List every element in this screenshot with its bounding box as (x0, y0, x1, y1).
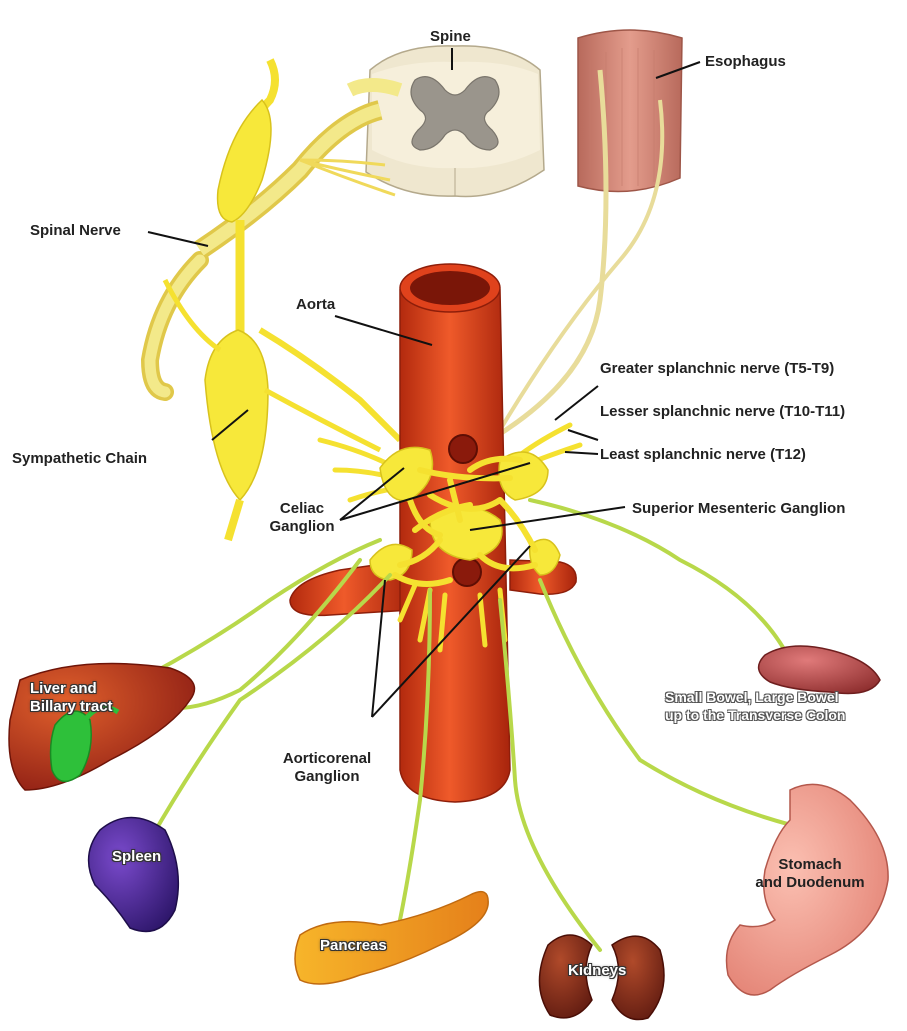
label-spine: Spine (430, 28, 471, 46)
label-small-bowel-line1: Small Bowel, Large Bowel (665, 688, 845, 706)
label-esophagus: Esophagus (705, 53, 786, 71)
label-small-bowel: Small Bowel, Large Bowel up to the Trans… (665, 688, 845, 724)
label-stomach-line2: and Duodenum (735, 874, 885, 892)
sympathetic-chain-illustration (150, 60, 400, 540)
label-pancreas: Pancreas (320, 937, 387, 955)
label-least-splanchnic: Least splanchnic nerve (T12) (600, 446, 806, 464)
label-kidneys: Kidneys (568, 962, 626, 980)
bowel-illustration (759, 646, 880, 694)
label-lesser-splanchnic: Lesser splanchnic nerve (T10-T11) (600, 403, 845, 421)
spine-illustration (366, 46, 544, 197)
label-spleen: Spleen (112, 848, 161, 866)
label-spinal-nerve: Spinal Nerve (30, 222, 121, 240)
label-sympathetic-chain: Sympathetic Chain (12, 450, 147, 468)
label-greater-splanchnic: Greater splanchnic nerve (T5-T9) (600, 360, 834, 378)
label-celiac-ganglion-line2: Ganglion (262, 518, 342, 536)
spleen-illustration (89, 818, 179, 932)
label-celiac-ganglion: Celiac Ganglion (262, 500, 342, 536)
label-stomach-line1: Stomach (735, 856, 885, 874)
label-aorticorenal-line2: Ganglion (272, 768, 382, 786)
label-aorta: Aorta (296, 296, 335, 314)
label-superior-mesenteric-ganglion: Superior Mesenteric Ganglion (632, 500, 845, 518)
label-aorticorenal-ganglion: Aorticorenal Ganglion (272, 750, 382, 786)
label-liver-line1: Liver and (30, 680, 113, 698)
label-small-bowel-line2: up to the Transverse Colon (665, 706, 845, 724)
label-aorticorenal-line1: Aorticorenal (272, 750, 382, 768)
label-stomach: Stomach and Duodenum (735, 856, 885, 892)
label-liver-line2: Billary tract (30, 698, 113, 716)
label-celiac-ganglion-line1: Celiac (262, 500, 342, 518)
label-liver: Liver and Billary tract (30, 680, 113, 716)
